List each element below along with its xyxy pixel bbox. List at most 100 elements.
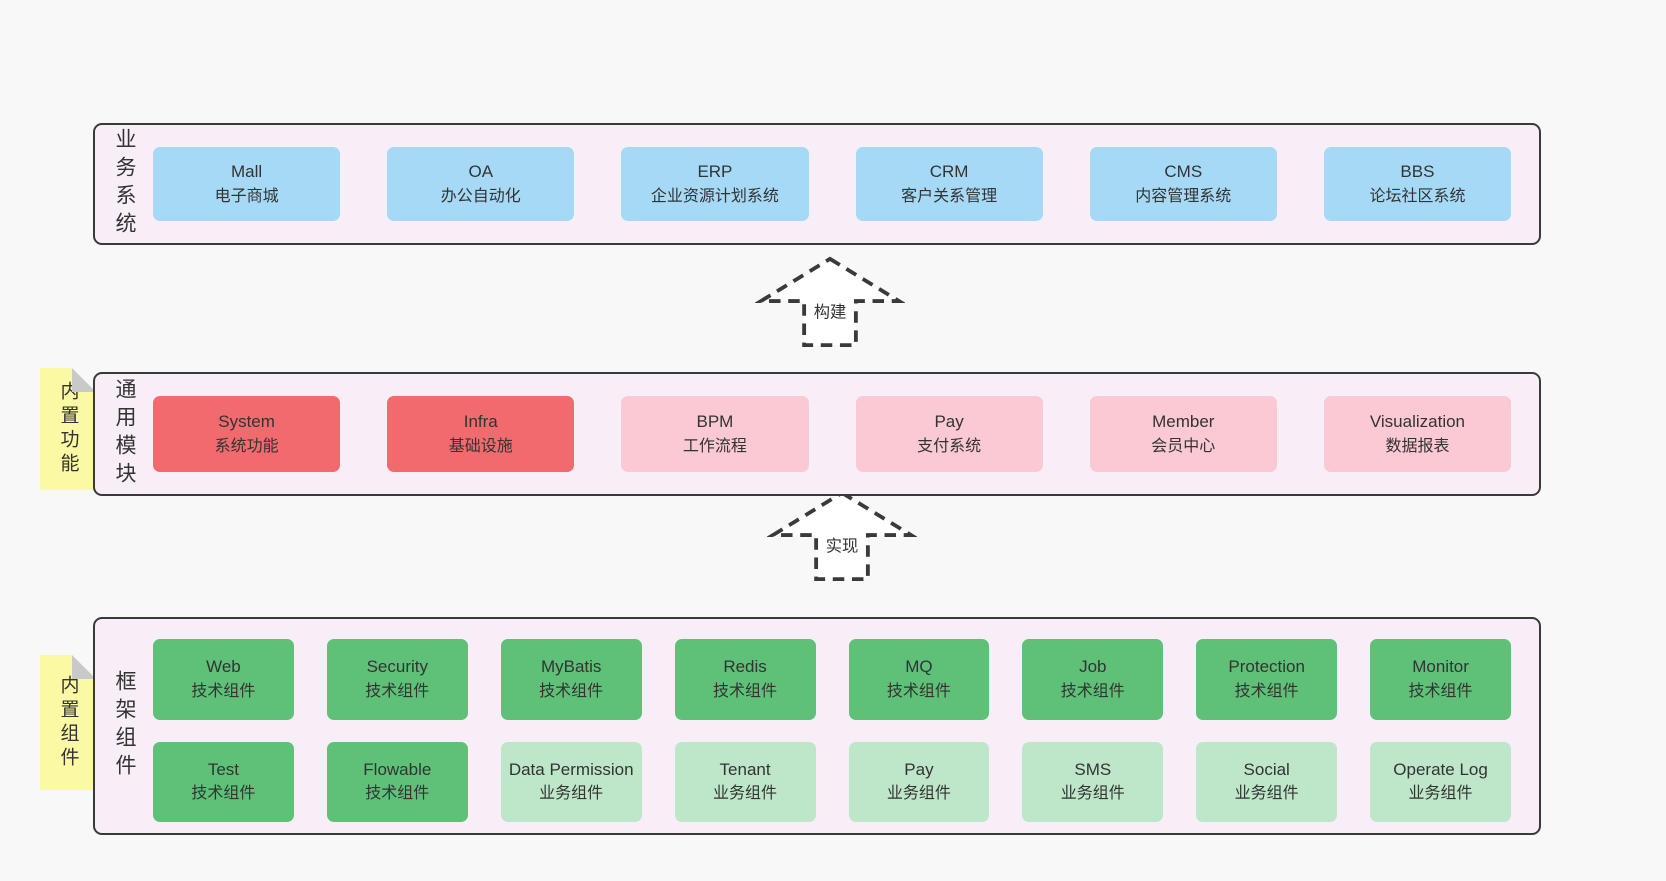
box-mybatis: MyBatis 技术组件 [500, 639, 642, 720]
arrow-implement-label: 实现 [826, 537, 859, 555]
box-erp: ERP 企业资源计划系统 [621, 147, 809, 221]
box-title-zh: 技术组件 [886, 682, 951, 700]
box-title-zh: 电子商城 [214, 187, 279, 205]
box-tenant: Tenant 业务组件 [674, 741, 816, 822]
box-title-en: Member [1152, 412, 1215, 432]
box-title-en: Job [1079, 657, 1107, 677]
components-boxes-grid: Web 技术组件 Security 技术组件 MyBatis 技术组件 Redi… [153, 619, 1539, 833]
box-operate-log: Operate Log 业务组件 [1370, 741, 1511, 822]
box-title-en: CMS [1164, 162, 1203, 182]
section-business-systems: 业务系统 Mall 电子商城 OA 办公自动化 ERP 企业资源计划系统 CRM… [93, 123, 1541, 245]
box-title-en: Security [366, 657, 429, 677]
box-system: System 系统功能 [153, 396, 341, 472]
box-title-en: Monitor [1412, 657, 1469, 677]
box-sms: SMS 业务组件 [1022, 741, 1164, 822]
arrow-implement: 实现 [767, 490, 917, 582]
box-title-zh: 业务组件 [713, 785, 778, 803]
box-title-en: System [218, 412, 275, 432]
up-arrow-icon: 实现 [767, 490, 917, 582]
box-title-zh: 论坛社区系统 [1369, 187, 1466, 205]
box-title-zh: 技术组件 [713, 682, 778, 700]
box-title-en: Pay [934, 412, 964, 432]
box-title-en: Redis [723, 657, 767, 677]
box-test: Test 技术组件 [153, 741, 294, 822]
box-security: Security 技术组件 [326, 639, 468, 720]
box-monitor: Monitor 技术组件 [1370, 639, 1511, 720]
box-title-en: Flowable [363, 759, 432, 779]
box-title-zh: 业务组件 [539, 785, 604, 803]
section-common-modules: 通用模块 System 系统功能 Infra 基础设施 BPM 工作流程 Pay… [93, 372, 1541, 496]
box-title-zh: 系统功能 [214, 437, 279, 455]
box-mall: Mall 电子商城 [153, 147, 341, 221]
box-bpm: BPM 工作流程 [621, 396, 809, 472]
section-framework-components: 框架组件 Web 技术组件 Security 技术组件 MyBatis 技术组件… [93, 617, 1541, 835]
box-data-permission: Data Permission 业务组件 [500, 741, 642, 822]
box-title-en: Social [1243, 759, 1290, 779]
box-title-zh: 技术组件 [191, 785, 256, 803]
box-title-zh: 基础设施 [448, 437, 513, 455]
section-components-label: 框架组件 [113, 670, 136, 782]
box-title-en: BBS [1400, 162, 1435, 182]
sticky-built-in-features: 内置功能 [40, 368, 96, 490]
box-redis: Redis 技术组件 [674, 639, 816, 720]
section-business-label: 业务系统 [113, 128, 136, 240]
box-title-zh: 技术组件 [539, 682, 604, 700]
box-title-en: Web [206, 657, 241, 677]
box-title-en: OA [468, 162, 494, 182]
box-pay-component: Pay 业务组件 [848, 741, 990, 822]
box-title-en: CRM [929, 162, 969, 182]
box-title-zh: 技术组件 [191, 682, 256, 700]
box-web: Web 技术组件 [153, 639, 294, 720]
box-title-zh: 业务组件 [886, 785, 951, 803]
box-title-zh: 技术组件 [1234, 682, 1299, 700]
box-infra: Infra 基础设施 [387, 396, 575, 472]
box-pay-system: Pay 支付系统 [855, 396, 1043, 472]
box-title-en: Infra [463, 412, 498, 432]
box-title-zh: 技术组件 [365, 785, 430, 803]
box-social: Social 业务组件 [1196, 741, 1338, 822]
box-member: Member 会员中心 [1089, 396, 1277, 472]
box-oa: OA 办公自动化 [387, 147, 575, 221]
box-title-zh: 企业资源计划系统 [650, 187, 779, 205]
box-title-en: Pay [904, 759, 934, 779]
box-title-zh: 数据报表 [1385, 437, 1450, 455]
box-title-zh: 内容管理系统 [1135, 187, 1232, 205]
box-title-zh: 工作流程 [682, 437, 747, 455]
box-title-zh: 技术组件 [1408, 682, 1473, 700]
box-title-en: ERP [697, 162, 733, 182]
box-flowable: Flowable 技术组件 [326, 741, 468, 822]
box-title-zh: 业务组件 [1060, 785, 1125, 803]
box-title-zh: 办公自动化 [440, 187, 521, 205]
box-title-zh: 客户关系管理 [901, 187, 998, 205]
box-title-zh: 业务组件 [1234, 785, 1299, 803]
box-mq: MQ 技术组件 [848, 639, 990, 720]
box-title-zh: 会员中心 [1151, 437, 1216, 455]
box-title-en: SMS [1074, 759, 1112, 779]
business-boxes-row: Mall 电子商城 OA 办公自动化 ERP 企业资源计划系统 CRM 客户关系… [153, 125, 1539, 243]
box-title-en: MyBatis [540, 657, 602, 677]
box-crm: CRM 客户关系管理 [855, 147, 1043, 221]
box-title-en: Test [207, 759, 240, 779]
box-title-en: Data Permission [508, 759, 634, 779]
box-title-zh: 技术组件 [365, 682, 430, 700]
box-protection: Protection 技术组件 [1196, 639, 1338, 720]
box-title-en: Tenant [719, 759, 771, 779]
up-arrow-icon: 构建 [755, 256, 905, 348]
arrow-build-label: 构建 [814, 303, 847, 321]
box-bbs: BBS 论坛社区系统 [1323, 147, 1512, 221]
section-modules-label: 通用模块 [113, 378, 136, 490]
arrow-build: 构建 [755, 256, 905, 348]
sticky-built-in-components: 内置组件 [40, 655, 96, 790]
box-title-zh: 业务组件 [1408, 785, 1473, 803]
box-title-en: Visualization [1369, 412, 1466, 432]
box-title-zh: 技术组件 [1060, 682, 1125, 700]
box-cms: CMS 内容管理系统 [1089, 147, 1277, 221]
box-title-en: Mall [231, 162, 263, 182]
box-title-en: Protection [1228, 657, 1305, 677]
box-title-en: BPM [696, 412, 734, 432]
box-title-zh: 支付系统 [917, 437, 982, 455]
box-job: Job 技术组件 [1022, 639, 1164, 720]
box-title-en: Operate Log [1393, 759, 1488, 779]
box-visualization: Visualization 数据报表 [1323, 396, 1512, 472]
